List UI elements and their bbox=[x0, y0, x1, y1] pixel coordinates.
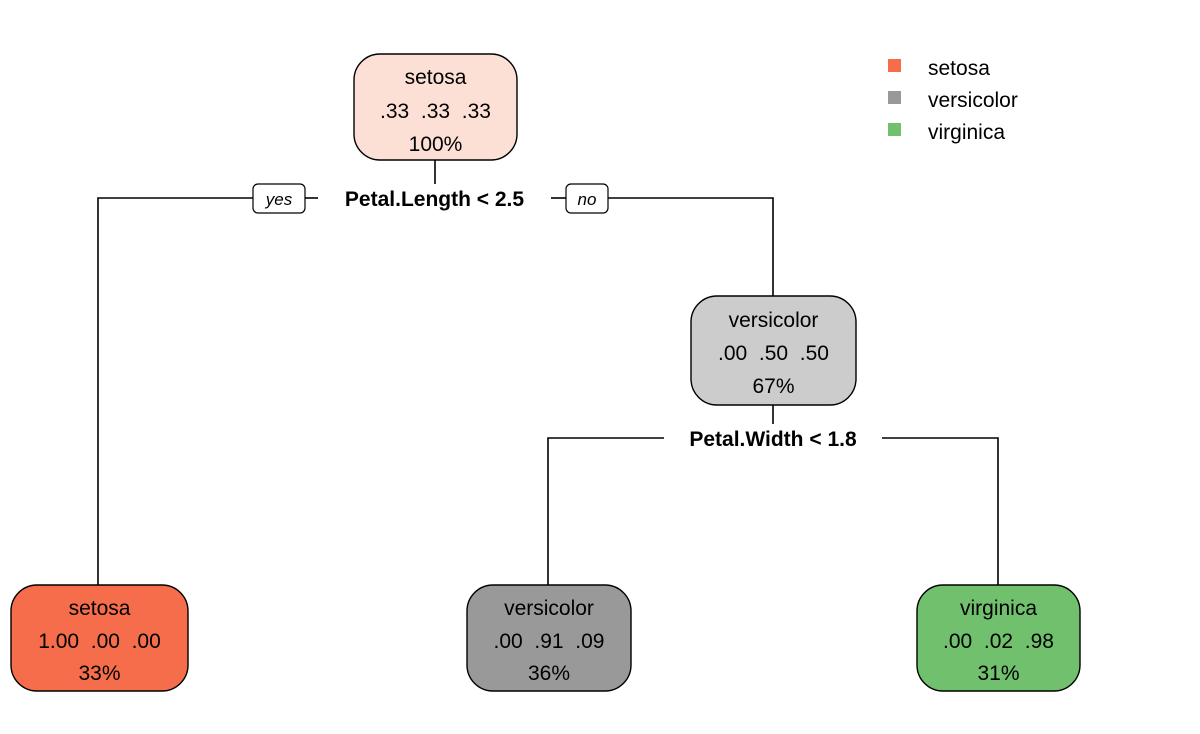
leaf-setosa: setosa 1.00 .00 .00 33% bbox=[10, 584, 189, 692]
leaf-setosa-probs: 1.00 .00 .00 bbox=[38, 630, 161, 653]
node-root: setosa .33 .33 .33 100% bbox=[353, 53, 518, 161]
node-root-pct: 100% bbox=[409, 133, 463, 156]
leaf-setosa-pct: 33% bbox=[78, 662, 120, 685]
no-label: no bbox=[578, 190, 597, 209]
edge-root-to-left-leaf bbox=[97, 197, 253, 592]
leaf-versicolor-class: versicolor bbox=[504, 597, 594, 620]
leaf-virginica-pct: 31% bbox=[977, 662, 1019, 685]
node2-split: Petal.Width < 1.8 bbox=[664, 426, 882, 452]
node-root-box bbox=[353, 53, 518, 161]
leaf-versicolor-pct: 36% bbox=[528, 662, 570, 685]
tree-edges bbox=[97, 160, 999, 592]
leaf-setosa-box bbox=[10, 584, 189, 692]
node2-probs: .00 .50 .50 bbox=[718, 342, 829, 365]
leaf-virginica: virginica .00 .02 .98 31% bbox=[916, 584, 1081, 692]
legend: setosa versicolor virginica bbox=[888, 57, 1018, 144]
leaf-virginica-box bbox=[916, 584, 1081, 692]
node-root-probs: .33 .33 .33 bbox=[380, 100, 491, 123]
edge-root-to-node2 bbox=[608, 197, 774, 297]
node-root-class: setosa bbox=[405, 66, 467, 89]
root-split-rule: Petal.Length < 2.5 bbox=[345, 188, 524, 211]
legend-label-setosa: setosa bbox=[928, 57, 990, 80]
no-label-box bbox=[565, 183, 609, 214]
root-rule-bg bbox=[318, 186, 551, 212]
legend-label-virginica: virginica bbox=[928, 121, 1005, 144]
legend-swatch-versicolor bbox=[888, 91, 901, 104]
leaf-setosa-class: setosa bbox=[69, 597, 131, 620]
node2-pct: 67% bbox=[752, 375, 794, 398]
legend-swatch-setosa bbox=[888, 59, 901, 72]
legend-label-versicolor: versicolor bbox=[928, 89, 1018, 112]
edge-node2-to-virginica-leaf bbox=[882, 437, 999, 592]
node-versicolor-internal: versicolor .00 .50 .50 67% bbox=[690, 295, 857, 406]
yes-label: yes bbox=[265, 190, 293, 209]
root-split: yes no Petal.Length < 2.5 bbox=[252, 183, 609, 214]
leaf-versicolor: versicolor .00 .91 .09 36% bbox=[466, 584, 632, 692]
node2-split-rule: Petal.Width < 1.8 bbox=[689, 428, 857, 451]
node2-class: versicolor bbox=[729, 309, 819, 332]
node2-rule-bg bbox=[664, 426, 882, 452]
leaf-virginica-probs: .00 .02 .98 bbox=[943, 630, 1054, 653]
edge-node2-to-versicolor-leaf bbox=[547, 437, 664, 592]
leaf-versicolor-probs: .00 .91 .09 bbox=[494, 630, 605, 653]
leaf-versicolor-box bbox=[466, 584, 632, 692]
yes-label-box bbox=[252, 183, 306, 214]
node-versicolor-internal-box bbox=[690, 295, 857, 406]
leaf-virginica-class: virginica bbox=[960, 597, 1037, 620]
legend-swatch-virginica bbox=[888, 123, 901, 136]
